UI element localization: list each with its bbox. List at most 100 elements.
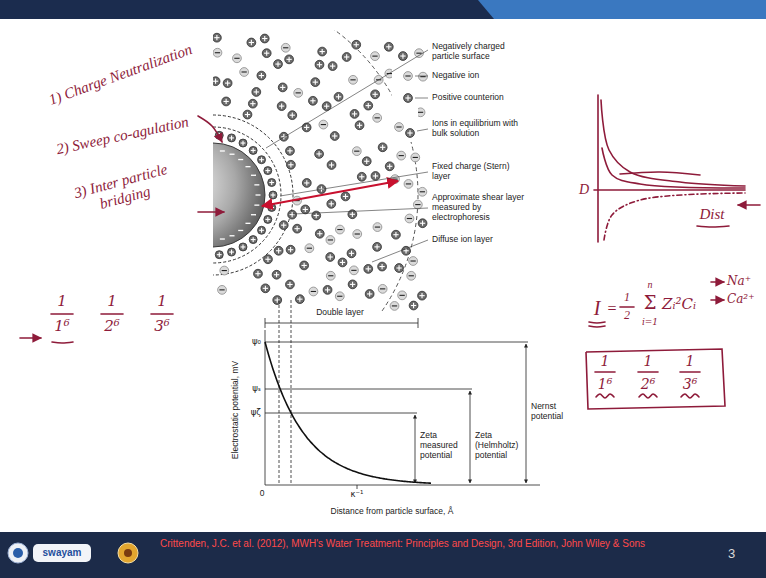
positive-ion: [279, 132, 288, 141]
sketch-curve: [620, 172, 700, 175]
negative-ion: [294, 88, 303, 97]
negative-ion: [418, 187, 427, 196]
negative-ion: [373, 113, 382, 122]
negative-ion: [409, 257, 418, 266]
positive-ion: [213, 33, 221, 42]
fraction-part: 3⁶: [683, 376, 698, 392]
annotation-arrow: [711, 281, 724, 283]
bracket-tick: [418, 318, 419, 328]
positive-ion: [248, 99, 257, 108]
axis-title: Electrostatic potential, mV: [231, 361, 241, 459]
fraction-part: 2⁶: [641, 376, 656, 392]
negative-ion: [281, 43, 290, 52]
negative-ion: [349, 75, 358, 84]
negative-ion: [233, 54, 242, 63]
negative-ion: [336, 225, 345, 234]
positive-ion: [315, 229, 324, 238]
fraction-part: 1: [57, 293, 67, 310]
positive-ion: [385, 162, 394, 171]
fraction-part: 1⁶: [598, 376, 613, 392]
leader-line: [266, 50, 428, 148]
axis-title: Distance from particle surface, Å: [331, 507, 454, 517]
positive-ion: [300, 261, 309, 270]
negative-ion: [373, 223, 382, 232]
negative-ion: [326, 271, 335, 280]
key-label: Ions in equilibrium with bulk solution: [432, 119, 532, 139]
sketch-curve: [601, 100, 745, 186]
positive-ion: [404, 94, 413, 103]
surface-charge: [220, 150, 225, 151]
positive-ion: [371, 172, 380, 181]
positive-ion: [355, 121, 364, 130]
negative-ion: [404, 72, 413, 81]
positive-ion: [330, 132, 339, 141]
key-ground: [392, 66, 418, 142]
potential-level: [265, 342, 528, 343]
figure-label: Fixed charge (Stern) layer: [432, 162, 512, 182]
positive-ion: [261, 284, 270, 293]
squiggle: [596, 394, 614, 398]
logo-icon: [124, 549, 132, 557]
positive-ion: [286, 160, 295, 169]
positive-ion: [274, 60, 283, 69]
negative-ion: [378, 284, 387, 293]
double-layer-illustration: [213, 30, 427, 312]
annotation-arrow: [711, 299, 724, 301]
positive-ion: [406, 129, 415, 138]
positive-ion: [260, 34, 269, 43]
nernst-bracket: [526, 344, 527, 483]
underline: [589, 326, 605, 327]
figure-label: Negatively charged particle surface: [432, 42, 532, 62]
fraction-part: 3⁶: [154, 318, 170, 335]
equation-part: Zᵢ²Cᵢ: [662, 296, 696, 313]
positive-ion: [302, 123, 311, 132]
positive-ion: [243, 110, 252, 119]
leader-line: [280, 172, 428, 196]
positive-ion: [249, 236, 257, 244]
negative-ion: [398, 291, 407, 300]
header-bar: [0, 0, 766, 19]
surface-charge: [245, 223, 250, 224]
key-symbols: [392, 66, 418, 142]
surface-charge: [238, 230, 243, 231]
positive-ion: [318, 47, 327, 56]
equation-part: 1: [624, 291, 630, 305]
negative-ion: [352, 147, 361, 156]
positive-ion: [288, 210, 297, 219]
figure-label: Diffuse ion layer: [432, 235, 494, 245]
leader-line: [415, 76, 428, 77]
negative-ion: [240, 68, 249, 77]
positive-ion: [409, 301, 418, 310]
double-layer-arrow: [262, 181, 398, 206]
positive-ion: [278, 83, 287, 92]
negative-ion: [413, 200, 422, 209]
positive-ion: [309, 96, 318, 105]
negative-ion: [305, 244, 314, 253]
potential-level: [265, 389, 472, 390]
surface-charge: [220, 238, 225, 239]
negative-ion: [353, 230, 362, 239]
key-label: Positive counterion: [432, 93, 504, 103]
underline: [589, 322, 605, 323]
axis-tick: [357, 485, 358, 489]
surface-charge: [254, 204, 259, 205]
positive-ion: [258, 156, 266, 164]
potential-level: [265, 413, 417, 414]
positive-ion: [277, 102, 286, 111]
positive-ion: [327, 199, 336, 208]
equation-part: Σ: [644, 293, 657, 314]
positive-ion: [262, 49, 271, 58]
negative-ion: [405, 214, 414, 223]
helmholtz-bracket: [470, 391, 471, 483]
positive-ion: [365, 290, 374, 299]
positive-ion: [274, 246, 283, 255]
potential-symbol: ψ₀: [252, 337, 261, 347]
key-label: Negative ion: [432, 71, 479, 81]
annotation-arrow: [198, 116, 222, 142]
fraction-bar: [101, 313, 123, 315]
method-note: 3) Inter particle bridging: [56, 157, 190, 224]
positive-ion: [315, 60, 324, 69]
positive-ion: [364, 264, 373, 273]
bracket-tick: [265, 318, 266, 328]
